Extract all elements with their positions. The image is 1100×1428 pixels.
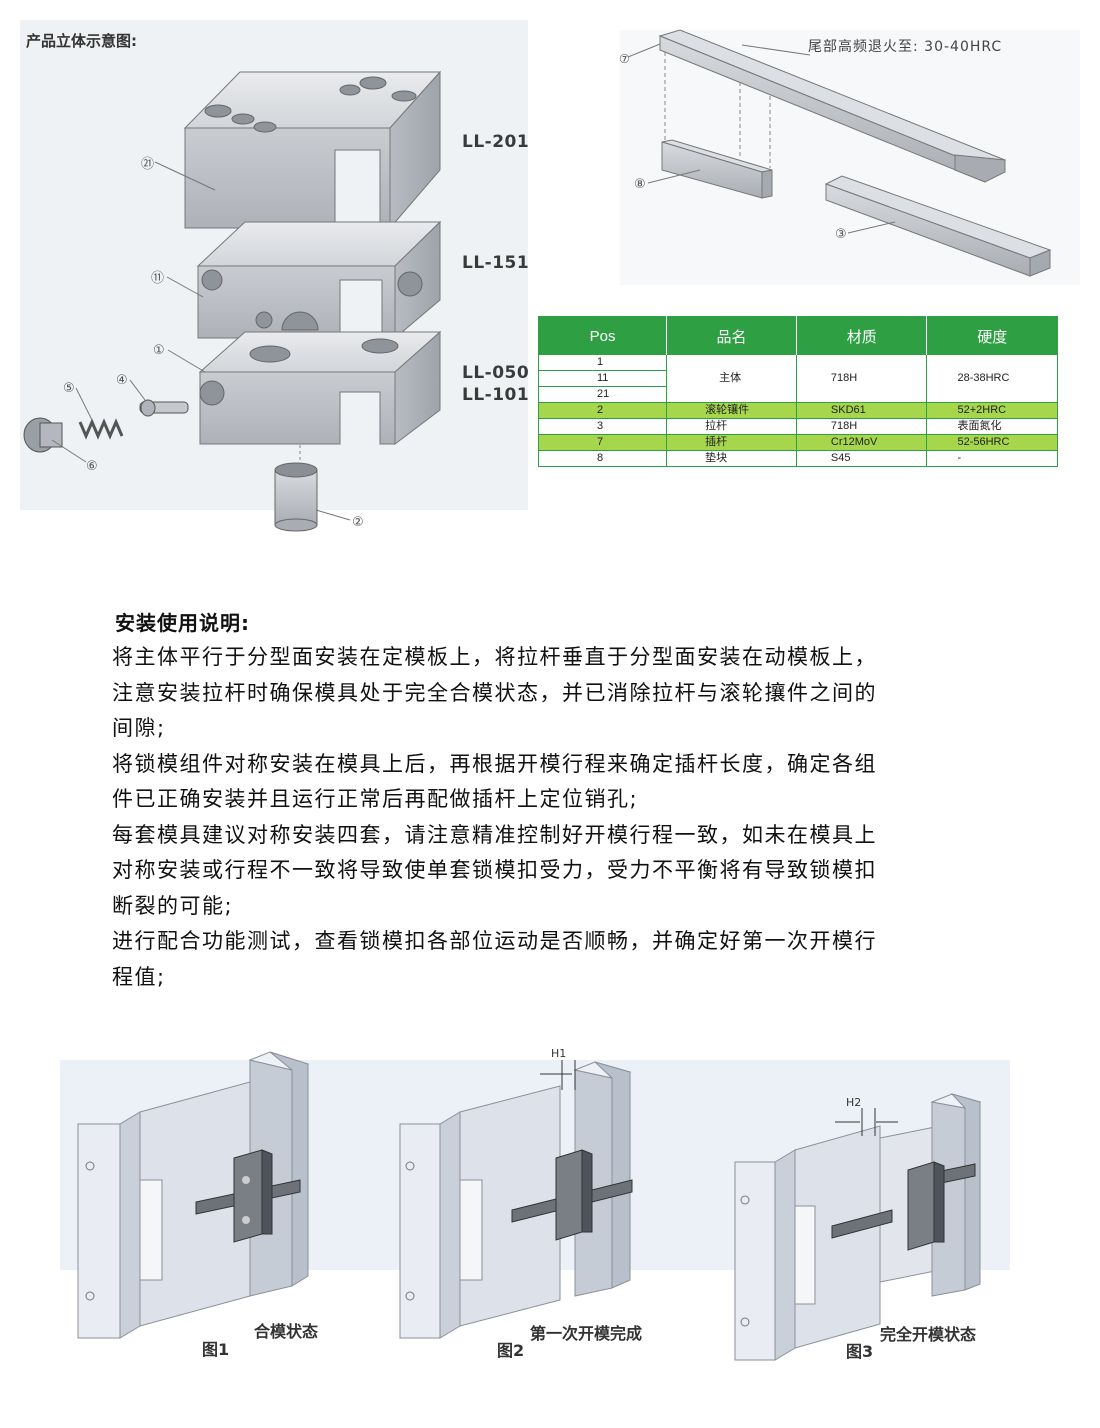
figure-1-mold <box>77 1051 310 1339</box>
callout-3: ③ <box>835 227 847 242</box>
instructions-body: 将主体平行于分型面安装在定模板上，将拉杆垂直于分型面安装在动模板上， 注意安装拉… <box>112 640 992 995</box>
instruction-line: 断裂的可能; <box>112 893 234 918</box>
callout-5: ⑤ <box>63 381 75 396</box>
annealing-note: 尾部高频退火至: 30-40HRC <box>808 39 1003 55</box>
mold-figures: H1 H2 <box>60 1047 1010 1361</box>
table-row: 1 主体 718H 28-38HRC <box>537 355 1058 403</box>
callout-4: ④ <box>116 373 128 388</box>
table-row: 11 <box>537 370 1058 387</box>
figure-3-caption: 完全开模状态 <box>880 1325 977 1344</box>
spacer-block <box>661 139 773 199</box>
callout-21: ㉑ <box>141 157 154 172</box>
section-title: 产品立体示意图: <box>26 32 137 50</box>
instruction-line: 将主体平行于分型面安装在定模板上，将拉杆垂直于分型面安装在动模板上， <box>112 645 877 669</box>
col-material: 材质 <box>795 316 927 355</box>
callout-6: ⑥ <box>86 459 98 474</box>
figure-3-mold <box>734 1093 982 1361</box>
instruction-line: 间隙; <box>112 716 166 740</box>
callout-11: ⑪ <box>151 271 164 286</box>
model-ll-201: LL-201 <box>462 132 530 152</box>
instructions-title: 安装使用说明: <box>115 611 250 635</box>
figure-1-number: 图1 <box>202 1340 230 1359</box>
model-ll-101: LL-101 <box>462 385 530 405</box>
instruction-line: 程值; <box>112 964 166 989</box>
instruction-line: 将锁模组件对称安装在模具上后，再根据开模行程来确定插杆长度，确定各组 <box>112 751 877 776</box>
block-ll-201 <box>183 70 442 230</box>
instruction-line: 进行配合功能测试，查看锁模扣各部位运动是否顺畅，并确定好第一次开模行 <box>112 929 877 953</box>
figure-2-caption: 第一次开模完成 <box>530 1324 643 1343</box>
model-ll-050: LL-050 <box>462 363 530 383</box>
model-ll-151: LL-151 <box>462 253 530 273</box>
block-ll-050 <box>198 330 442 446</box>
callout-2: ② <box>352 515 364 530</box>
col-name: 品名 <box>666 316 797 355</box>
bushing <box>274 462 318 532</box>
figure-1-caption: 合模状态 <box>254 1322 319 1341</box>
instruction-line: 件已正确安装并且运行正常后再配做插杆上定位销孔; <box>112 787 639 811</box>
callout-8: ⑧ <box>634 177 646 192</box>
exploded-diagram: ⑦ ⑧ ③ ㉑ ⑪ ① ⑤ ④ ⑥ ② <box>23 29 1080 532</box>
col-pos: Pos <box>538 316 667 355</box>
callout-1: ① <box>153 343 165 358</box>
dimension-h2: H2 <box>846 1096 861 1109</box>
instruction-line: 对称安装或行程不一致将导致使单套锁模扣受力，受力不平衡将有导致锁模扣 <box>112 858 877 882</box>
insert-bar <box>658 29 1007 183</box>
callout-7: ⑦ <box>619 52 630 66</box>
instruction-line: 每套模具建议对称安装四套，请注意精准控制好开模行程一致，如未在模具上 <box>112 822 877 847</box>
figure-2-mold <box>399 1060 633 1339</box>
dimension-h1: H1 <box>551 1047 566 1060</box>
table-row: 21 <box>537 386 1058 403</box>
instruction-line: 注意安装拉杆时确保模具处于完全合模状态，并已消除拉杆与滚轮攘件之间的 <box>112 680 877 705</box>
figure-3-number: 图3 <box>846 1342 874 1361</box>
block-ll-151 <box>196 220 442 340</box>
pull-rod <box>824 175 1052 277</box>
col-hardness: 硬度 <box>926 316 1058 355</box>
pin-assembly <box>23 399 189 453</box>
figure-2-number: 图2 <box>497 1341 525 1360</box>
